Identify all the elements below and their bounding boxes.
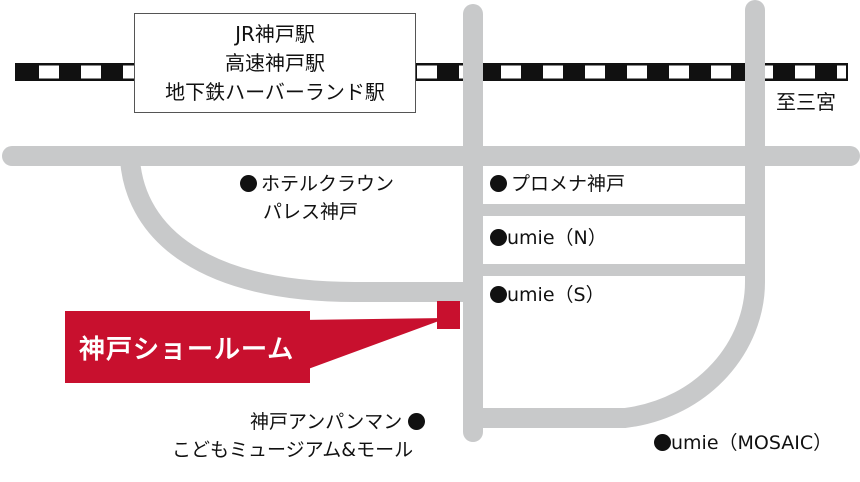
location-dot-icon <box>490 175 507 192</box>
kobe-showroom-label: 神戸ショールーム <box>65 311 310 383</box>
direction-sannomiya-label: 至三宮 <box>776 90 836 114</box>
location-dot-icon <box>654 434 671 451</box>
station-name-box: JR神戸駅 高速神戸駅 地下鉄ハーバーランド駅 <box>134 13 416 113</box>
roads <box>2 0 860 442</box>
landmark-label: ホテルクラウン <box>261 173 395 195</box>
landmark-hotel-crown-palace-line2: パレス神戸 <box>263 201 359 223</box>
landmark-hotel-crown-palace: ホテルクラウン <box>240 171 394 197</box>
landmark-label: プロメナ神戸 <box>511 173 626 195</box>
landmark-label: 神戸アンパンマン <box>250 411 403 433</box>
landmark-label: umie（S） <box>507 284 605 306</box>
location-dot-icon <box>490 286 507 303</box>
west-curved-road <box>120 150 483 302</box>
landmark-label: umie（N） <box>507 227 607 249</box>
landmark-anpanman-museum-line2: こどもミュージアム&モール <box>172 439 414 461</box>
landmark-label: umie（MOSAIC） <box>671 432 833 454</box>
location-dot-icon <box>408 413 426 430</box>
station-name-jr: JR神戸駅 <box>235 22 315 46</box>
landmark-umie-north: umie（N） <box>490 225 607 251</box>
station-name-subway: 地下鉄ハーバーランド駅 <box>165 80 385 104</box>
showroom-marker <box>300 301 460 372</box>
showroom-pin <box>437 301 460 329</box>
landmark-anpanman-museum: 神戸アンパンマン <box>250 409 426 435</box>
east-curved-road <box>463 0 765 428</box>
landmark-promena-kobe: プロメナ神戸 <box>490 171 625 197</box>
landmark-umie-south: umie（S） <box>490 282 605 308</box>
station-name-kosoku: 高速神戸駅 <box>225 51 325 75</box>
showroom-pointer <box>300 318 447 372</box>
location-dot-icon <box>490 229 507 246</box>
landmark-umie-mosaic: umie（MOSAIC） <box>654 430 832 456</box>
location-dot-icon <box>240 175 257 192</box>
